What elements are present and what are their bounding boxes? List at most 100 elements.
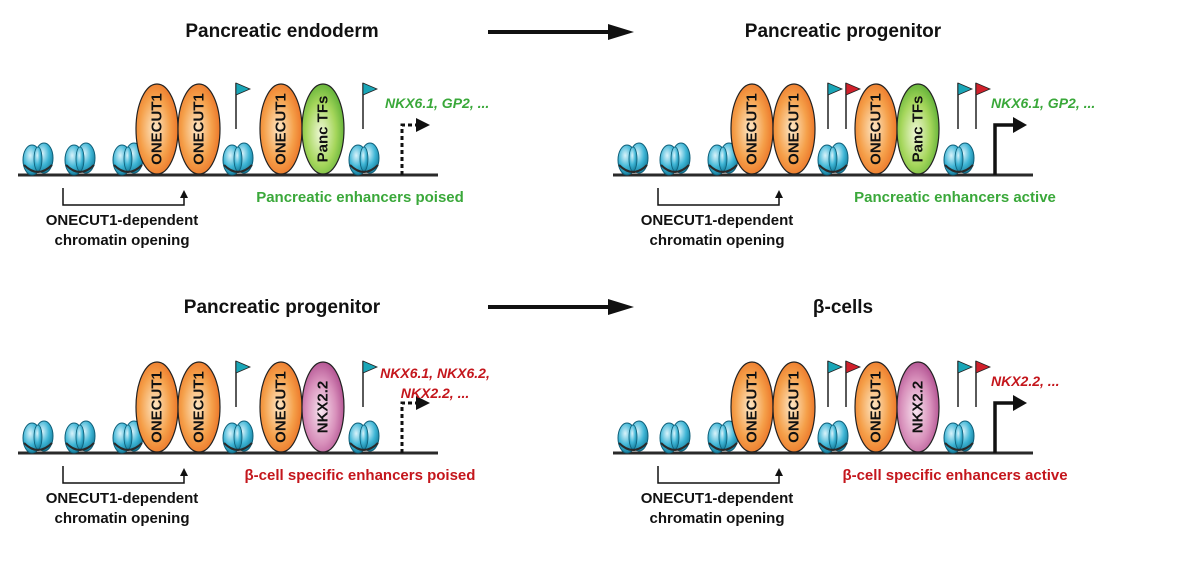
nucleosome-lobe (359, 424, 369, 450)
enhancer-flag (957, 360, 974, 407)
nucleosome-lobe (670, 424, 680, 450)
dna-wrap (23, 164, 53, 173)
onecut1-factor-label: ONECUT1 (191, 371, 208, 443)
tss-head (416, 396, 430, 410)
flag-banner (362, 82, 379, 96)
flag-banner (957, 82, 974, 96)
chromatin-opening-label: chromatin opening (650, 510, 785, 527)
lineage-tf-shape (896, 361, 940, 453)
enhancer-flag (957, 82, 974, 129)
nucleosome-lobe (828, 424, 838, 450)
nucleosome-lobe (954, 146, 964, 172)
onecut1-factor-label: ONECUT1 (273, 93, 290, 165)
lineage-tf-label: Panc TFs (315, 96, 332, 163)
flag-banner (975, 360, 992, 374)
enhancer-status: Pancreatic enhancers poised (256, 189, 464, 206)
onecut1-factor-label: ONECUT1 (744, 371, 761, 443)
dna-wrap (349, 442, 379, 451)
chromatin-opening-bracket (62, 188, 188, 206)
dna-wrap (618, 442, 648, 451)
onecut1-factor: ONECUT1 (135, 83, 179, 175)
dna-wrap (223, 164, 253, 173)
lineage-tf-label: NKX2.2 (910, 381, 927, 434)
flag-banner (827, 82, 844, 96)
enhancer-flag (362, 360, 379, 407)
flag-banner (235, 360, 252, 374)
transition-arrow-2 (488, 299, 634, 315)
nucleosome-lobe (75, 424, 85, 450)
nucleosome-lobe (670, 146, 680, 172)
tss-line (400, 401, 418, 453)
chromatin-opening-bracket (657, 188, 783, 206)
enhancer-status: β-cell specific enhancers poised (245, 467, 476, 484)
nucleosome (348, 420, 380, 454)
onecut1-factor-label: ONECUT1 (149, 93, 166, 165)
nucleosome-lobe (628, 146, 638, 172)
onecut1-factor-label: ONECUT1 (744, 93, 761, 165)
onecut1-factor-label: ONECUT1 (786, 371, 803, 443)
nucleosome-lobe (628, 424, 638, 450)
enhancer-flag (235, 360, 252, 407)
target-genes: NKX6.1, GP2, ... (385, 95, 489, 111)
onecut1-factor: ONECUT1 (259, 361, 303, 453)
onecut1-factor: ONECUT1 (177, 83, 221, 175)
dna-wrap (660, 442, 690, 451)
enhancer-flag (845, 360, 862, 407)
nucleosome-lobe (359, 146, 369, 172)
tss-line (993, 123, 1015, 175)
chromatin-opening-label: ONECUT1-dependent (46, 212, 199, 229)
bracket-line (62, 466, 188, 484)
nucleosome (222, 420, 254, 454)
bracket-line (657, 466, 783, 484)
onecut1-factor: ONECUT1 (772, 83, 816, 175)
dna-wrap (618, 164, 648, 173)
onecut1-factor: ONECUT1 (730, 361, 774, 453)
onecut1-factor: ONECUT1 (854, 83, 898, 175)
nucleosome (617, 142, 649, 176)
onecut1-factor: ONECUT1 (730, 83, 774, 175)
nucleosome (222, 142, 254, 176)
lineage-tf-label: NKX2.2 (315, 381, 332, 434)
flag-banner (827, 360, 844, 374)
chromatin-opening-label: ONECUT1-dependent (641, 212, 794, 229)
lineage-tf-shape (301, 361, 345, 453)
dna-wrap (660, 164, 690, 173)
dna-wrap (818, 442, 848, 451)
onecut1-factor-shape (177, 83, 221, 175)
onecut1-factor-shape (772, 83, 816, 175)
lineage-tf-shape (896, 83, 940, 175)
flag-banner (845, 82, 862, 96)
nucleosome (348, 142, 380, 176)
bracket-line (62, 188, 188, 206)
chromatin-opening-label: chromatin opening (650, 232, 785, 249)
nucleosome-lobe (123, 146, 133, 172)
nucleosome (943, 142, 975, 176)
nucleosome (617, 420, 649, 454)
flag-banner (975, 82, 992, 96)
nucleosome (943, 420, 975, 454)
enhancer-flag (362, 82, 379, 129)
chromatin-opening-label: ONECUT1-dependent (641, 490, 794, 507)
tss-line (993, 401, 1015, 453)
onecut1-factor: ONECUT1 (135, 361, 179, 453)
chromatin-opening-label: chromatin opening (55, 510, 190, 527)
enhancer-status: β-cell specific enhancers active (842, 467, 1067, 484)
flag-banner (957, 360, 974, 374)
nucleosome-lobe (954, 424, 964, 450)
dna-wrap (223, 442, 253, 451)
nucleosome-lobe (75, 146, 85, 172)
stage-title-beta-cells: β-cells (813, 297, 873, 318)
nucleosome (659, 142, 691, 176)
tss-line (400, 123, 418, 175)
dna-wrap (944, 442, 974, 451)
stage-title-progenitor-2: Pancreatic progenitor (184, 297, 381, 318)
enhancer-flag (975, 82, 992, 129)
onecut1-factor-label: ONECUT1 (786, 93, 803, 165)
chromatin-opening-label: ONECUT1-dependent (46, 490, 199, 507)
nucleosome (817, 420, 849, 454)
onecut1-factor: ONECUT1 (854, 361, 898, 453)
tss-arrow-poised (400, 396, 430, 453)
